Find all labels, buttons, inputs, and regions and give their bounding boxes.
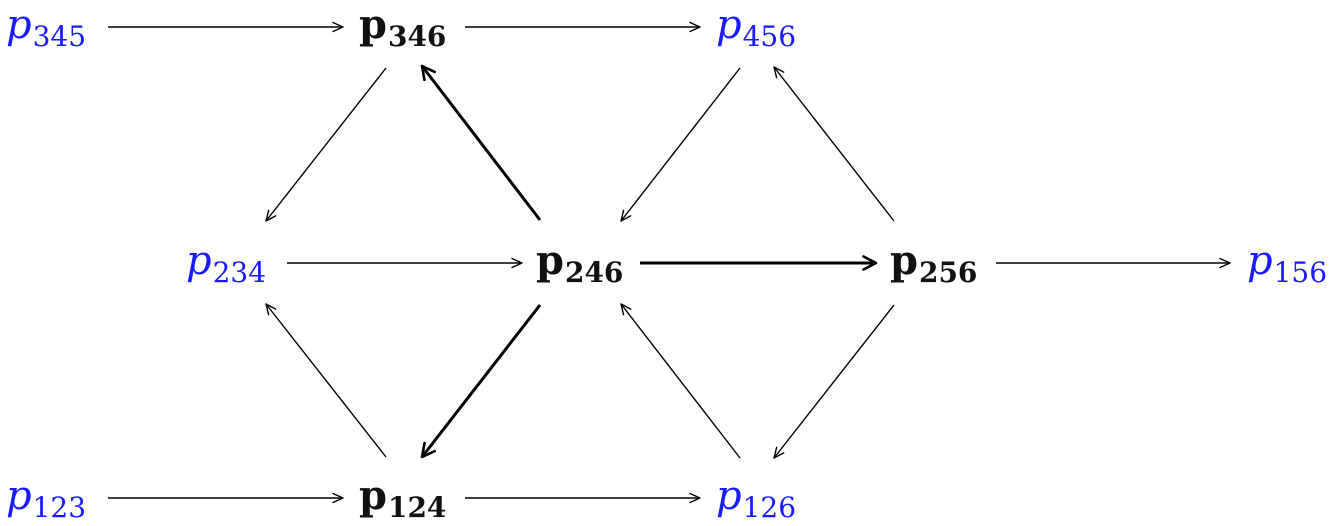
node-p156: p156 <box>1247 238 1327 287</box>
node-p246: p246 <box>536 241 623 287</box>
node-subscript: 256 <box>918 256 978 289</box>
edge-p124-to-p234 <box>265 303 387 458</box>
edge-p346-to-p234 <box>265 67 387 222</box>
edge-p456-to-p246 <box>620 67 741 222</box>
node-p256: p256 <box>890 241 977 287</box>
node-subscript: 124 <box>387 491 447 524</box>
node-base-letter: p <box>6 2 32 48</box>
node-base-letter: p <box>359 1 387 48</box>
node-subscript: 456 <box>742 20 797 53</box>
edge-p256-to-p456 <box>773 66 895 222</box>
node-subscript: 234 <box>212 256 267 289</box>
node-base-letter: p <box>536 237 564 284</box>
node-base-letter: p <box>6 473 32 519</box>
node-subscript: 156 <box>1273 256 1328 289</box>
node-p345: p345 <box>6 2 86 51</box>
node-subscript: 246 <box>564 256 624 289</box>
node-base-letter: p <box>359 472 387 519</box>
node-subscript: 346 <box>387 20 447 53</box>
node-base-letter: p <box>1247 238 1273 284</box>
node-subscript: 123 <box>32 491 87 524</box>
node-base-letter: p <box>186 238 212 284</box>
edge-p246-to-p124 <box>420 304 542 459</box>
node-p346: p346 <box>359 5 446 51</box>
node-base-letter: p <box>716 473 742 519</box>
node-base-letter: p <box>716 2 742 48</box>
node-base-letter: p <box>890 237 918 284</box>
edge-p246-to-p346 <box>420 64 542 221</box>
edge-p256-to-p126 <box>773 304 895 459</box>
node-p234: p234 <box>186 238 266 287</box>
node-subscript: 345 <box>32 20 87 53</box>
node-p123: p123 <box>6 473 86 522</box>
node-subscript: 126 <box>742 491 797 524</box>
node-p124: p124 <box>359 476 446 522</box>
edge-p126-to-p246 <box>620 303 741 459</box>
node-p456: p456 <box>716 2 796 51</box>
node-p126: p126 <box>716 473 796 522</box>
